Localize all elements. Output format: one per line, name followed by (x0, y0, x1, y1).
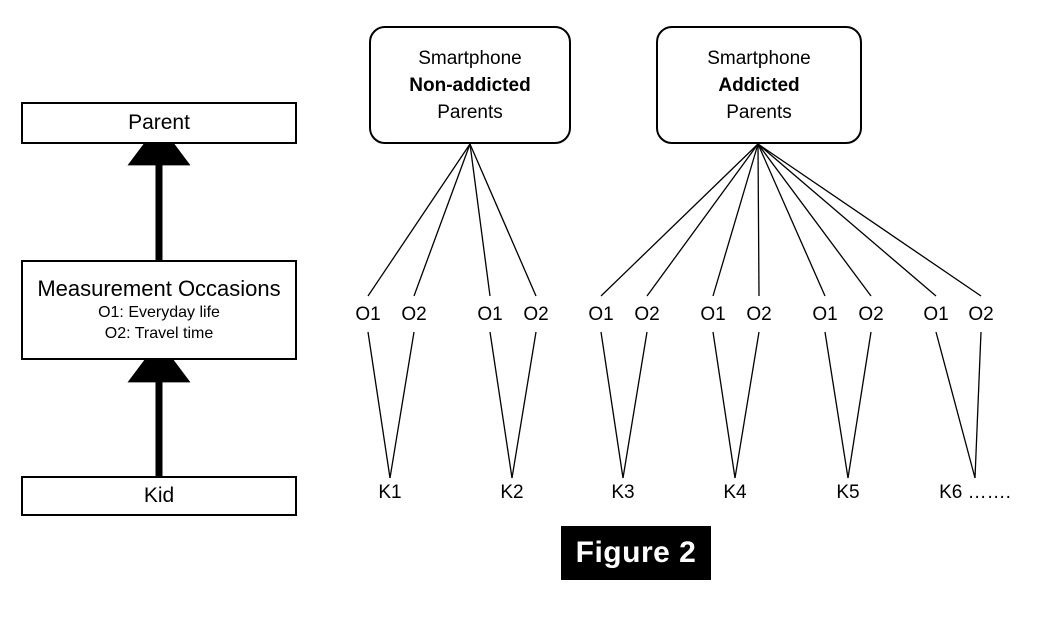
kid-label-2: K2 (500, 482, 524, 503)
group-addicted-line2: Addicted (718, 74, 800, 96)
group-addicted-line1: Smartphone (707, 47, 811, 69)
occasion-label-addicted-12: O2 (968, 304, 994, 325)
group-nonaddicted-line1: Smartphone (418, 47, 522, 69)
parent-box: Parent (21, 102, 297, 144)
line-occasion-12-to-k6 (974, 331, 982, 479)
occasion-label-addicted-7: O1 (700, 304, 726, 325)
occasion-label-addicted-8: O2 (746, 304, 772, 325)
occasion-label-nonaddicted-4: O2 (523, 304, 549, 325)
line-addicted-to-occasion-10 (757, 143, 872, 297)
line-nonaddicted-to-occasion-1 (367, 143, 471, 297)
line-occasion-6-to-k3 (622, 331, 648, 479)
line-occasion-2-to-k1 (389, 331, 415, 479)
occasion-label-nonaddicted-3: O1 (477, 304, 503, 325)
line-occasion-10-to-k5 (847, 331, 872, 479)
occasion-label-addicted-11: O1 (923, 304, 949, 325)
figure-caption-text: Figure 2 (575, 536, 697, 569)
measurement-occasion-o1: O1: Everyday life (98, 304, 220, 321)
line-addicted-to-occasion-6 (646, 143, 759, 297)
line-occasion-4-to-k2 (511, 331, 537, 479)
line-nonaddicted-to-occasion-4 (469, 143, 537, 297)
group-box-addicted: Smartphone Addicted Parents (656, 26, 862, 144)
line-addicted-to-occasion-9 (757, 143, 826, 297)
line-occasion-5-to-k3 (600, 331, 624, 479)
kid-box-label: Kid (143, 484, 175, 507)
kid-box: Kid (21, 476, 297, 516)
occasion-label-nonaddicted-2: O2 (401, 304, 427, 325)
line-occasion-9-to-k5 (824, 331, 849, 479)
line-occasion-7-to-k4 (712, 331, 736, 479)
group-to-occasion-lines (367, 143, 982, 297)
group-nonaddicted-line2: Non-addicted (409, 74, 531, 96)
parent-box-label: Parent (128, 111, 190, 134)
line-nonaddicted-to-occasion-3 (469, 143, 491, 297)
occasion-label-addicted-6: O2 (634, 304, 660, 325)
line-addicted-to-occasion-5 (600, 143, 759, 297)
line-occasion-1-to-k1 (367, 331, 391, 479)
occasion-to-kid-lines (367, 331, 982, 479)
kid-label-3: K3 (611, 482, 635, 503)
measurement-occasion-o2: O2: Travel time (104, 325, 214, 342)
kid-label-1: K1 (378, 482, 402, 503)
kid-label-6: K6 ……. (939, 482, 1011, 503)
line-occasion-11-to-k6 (935, 331, 976, 479)
line-addicted-to-occasion-11 (757, 143, 937, 297)
line-occasion-3-to-k2 (489, 331, 513, 479)
occasion-label-nonaddicted-1: O1 (355, 304, 381, 325)
kid-label-5: K5 (836, 482, 860, 503)
group-nonaddicted-line3: Parents (437, 101, 503, 123)
measurement-occasions-title: Measurement Occasions (37, 276, 281, 301)
group-addicted-line3: Parents (726, 101, 792, 123)
line-nonaddicted-to-occasion-2 (413, 143, 471, 297)
line-addicted-to-occasion-7 (712, 143, 759, 297)
line-addicted-to-occasion-12 (757, 143, 982, 297)
group-box-nonaddicted: Smartphone Non-addicted Parents (369, 26, 571, 144)
kid-label-4: K4 (723, 482, 747, 503)
line-addicted-to-occasion-8 (757, 143, 760, 297)
line-occasion-8-to-k4 (734, 331, 760, 479)
occasion-label-addicted-10: O2 (858, 304, 884, 325)
occasion-label-addicted-9: O1 (812, 304, 838, 325)
figure-caption: Figure 2 (561, 526, 711, 580)
occasion-label-addicted-5: O1 (588, 304, 614, 325)
measurement-occasions-box: Measurement Occasions O1: Everyday life … (21, 260, 297, 360)
